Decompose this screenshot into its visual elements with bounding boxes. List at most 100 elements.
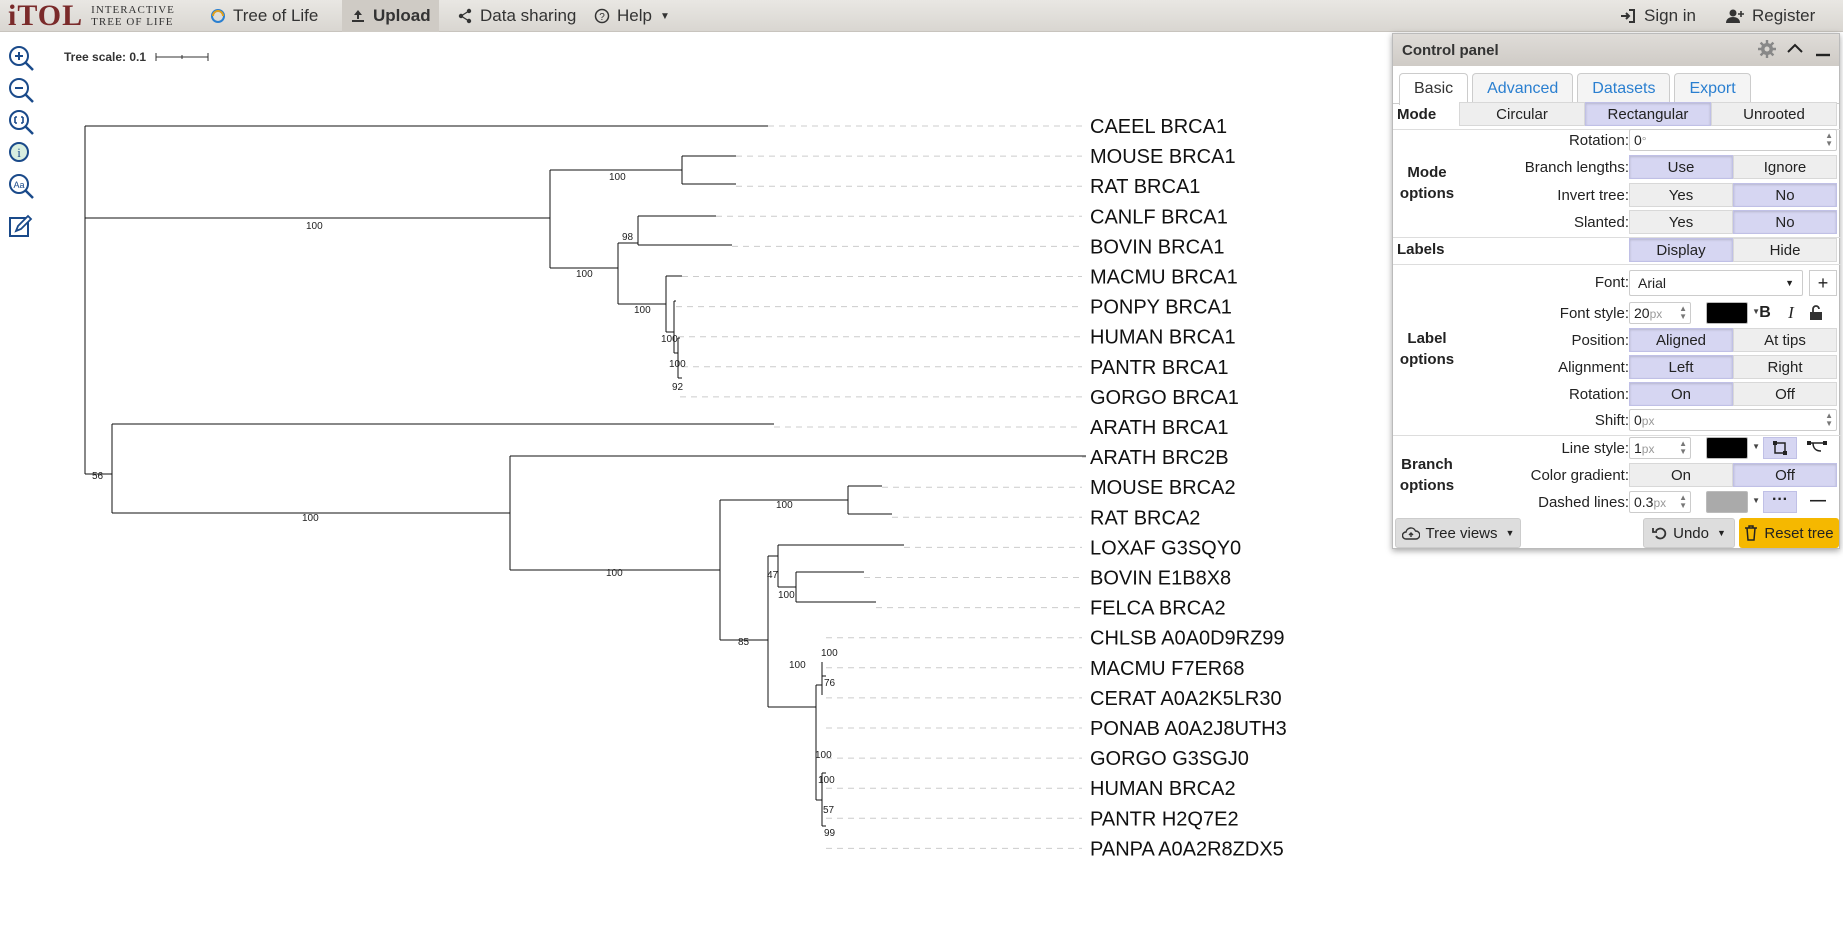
mode-unrooted[interactable]: Unrooted xyxy=(1711,102,1837,126)
svg-text:Aa: Aa xyxy=(13,180,24,190)
branch-lengths-ignore[interactable]: Ignore xyxy=(1733,155,1837,179)
slanted-no[interactable]: No xyxy=(1733,210,1837,234)
mode-options-label-line-1: Mode xyxy=(1407,164,1447,181)
leaf-label[interactable]: BOVIN E1B8X8 xyxy=(1090,568,1231,590)
rotation-input[interactable]: 0° ▲▼ xyxy=(1629,129,1837,151)
alignment-right[interactable]: Right xyxy=(1733,355,1837,379)
labels-hide[interactable]: Hide xyxy=(1733,238,1837,262)
add-font-button[interactable]: + xyxy=(1809,270,1837,296)
leaf-label[interactable]: MOUSE BRCA2 xyxy=(1090,477,1236,499)
leaf-label[interactable]: HUMAN BRCA2 xyxy=(1090,778,1236,800)
leaf-label[interactable]: LOXAF G3SQY0 xyxy=(1090,537,1241,559)
color-gradient-on[interactable]: On xyxy=(1629,463,1733,487)
leaf-label[interactable]: MACMU F7ER68 xyxy=(1090,658,1244,680)
rectangular-branch-style-button[interactable] xyxy=(1763,437,1797,459)
bold-button[interactable]: B xyxy=(1759,304,1771,321)
mode-rectangular[interactable]: Rectangular xyxy=(1585,102,1711,126)
leaf-label[interactable]: CANLF BRCA1 xyxy=(1090,206,1228,228)
position-label: Position: xyxy=(1571,332,1629,349)
zoom-out-button[interactable] xyxy=(6,76,36,106)
leaf-label[interactable]: PANPA A0A2R8ZDX5 xyxy=(1090,838,1284,860)
spinner-icon[interactable]: ▲▼ xyxy=(1825,411,1833,428)
dashed-width-unit: px xyxy=(1653,496,1667,510)
mode-selector: Circular Rectangular Unrooted xyxy=(1459,102,1837,126)
invert-tree-no[interactable]: No xyxy=(1733,183,1837,207)
position-aligned[interactable]: Aligned xyxy=(1629,328,1733,352)
leaf-label[interactable]: GORGO G3SGJ0 xyxy=(1090,748,1249,770)
spinner-icon[interactable]: ▲▼ xyxy=(1679,493,1687,510)
leaf-label[interactable]: MOUSE BRCA1 xyxy=(1090,146,1236,168)
solid-style-button[interactable]: — xyxy=(1801,491,1835,513)
spinner-icon[interactable]: ▲▼ xyxy=(1679,439,1687,456)
alignment-left[interactable]: Left xyxy=(1629,355,1733,379)
dashed-width-input[interactable]: 0.3px ▲▼ xyxy=(1629,491,1691,513)
branch-lengths-use[interactable]: Use xyxy=(1629,155,1733,179)
tab-basic[interactable]: Basic xyxy=(1399,73,1469,105)
leaf-label[interactable]: RAT BRCA2 xyxy=(1090,507,1200,529)
collapse-icon[interactable] xyxy=(1785,39,1805,59)
leaf-label[interactable]: RAT BRCA1 xyxy=(1090,176,1200,198)
line-color-picker[interactable]: ▼ xyxy=(1706,437,1760,459)
control-panel-header[interactable]: Control panel xyxy=(1393,34,1839,66)
leaf-label[interactable]: ARATH BRCA1 xyxy=(1090,417,1229,439)
label-rotation-off[interactable]: Off xyxy=(1733,382,1837,406)
register-link[interactable]: Register xyxy=(1726,0,1815,32)
zoom-fit-button[interactable] xyxy=(6,108,36,138)
leaf-label[interactable]: CAEEL BRCA1 xyxy=(1090,116,1227,138)
font-color-picker[interactable]: ▼ xyxy=(1706,302,1760,324)
labels-display[interactable]: Display xyxy=(1629,238,1733,262)
nav-data-sharing[interactable]: Data sharing xyxy=(457,0,576,32)
edit-icon xyxy=(9,214,33,237)
shift-input[interactable]: 0px ▲▼ xyxy=(1629,409,1837,431)
nav-upload[interactable]: Upload xyxy=(342,0,439,32)
font-zoom-button[interactable]: Aa xyxy=(6,172,36,202)
tab-advanced[interactable]: Advanced xyxy=(1472,73,1574,104)
position-at-tips[interactable]: At tips xyxy=(1733,328,1837,352)
nav-tree-of-life[interactable]: Tree of Life xyxy=(210,0,318,32)
sign-in-icon xyxy=(1621,9,1635,23)
alignment-label: Alignment: xyxy=(1558,359,1629,376)
solid-line-icon: — xyxy=(1810,492,1826,509)
minimize-icon[interactable] xyxy=(1813,39,1833,59)
itol-logo[interactable]: iTOL INTERACTIVE TREE OF LIFE xyxy=(8,1,175,31)
nav-data-sharing-label: Data sharing xyxy=(480,6,577,25)
line-width-input[interactable]: 1px ▲▼ xyxy=(1629,437,1691,459)
mode-circular[interactable]: Circular xyxy=(1459,102,1585,126)
italic-button[interactable]: I xyxy=(1788,303,1794,322)
spinner-icon[interactable]: ▲▼ xyxy=(1679,304,1687,321)
leaf-label[interactable]: BOVIN BRCA1 xyxy=(1090,236,1224,258)
curved-branch-style-button[interactable] xyxy=(1801,437,1835,459)
reset-tree-button[interactable]: Reset tree xyxy=(1739,518,1839,548)
nav-help[interactable]: ? Help ▼ xyxy=(594,0,670,32)
tab-datasets[interactable]: Datasets xyxy=(1577,73,1671,104)
edit-button[interactable] xyxy=(6,212,36,242)
leaf-label[interactable]: ARATH BRC2B xyxy=(1090,447,1229,469)
leaf-label[interactable]: PONAB A0A2J8UTH3 xyxy=(1090,718,1287,740)
leaf-label[interactable]: PANTR H2Q7E2 xyxy=(1090,808,1239,830)
gear-icon[interactable] xyxy=(1757,39,1777,59)
invert-tree-yes[interactable]: Yes xyxy=(1629,183,1733,207)
tree-views-button[interactable]: Tree views ▼ xyxy=(1395,518,1521,548)
undo-button[interactable]: Undo ▼ xyxy=(1643,518,1735,548)
leaf-label[interactable]: CHLSB A0A0D9RZ99 xyxy=(1090,628,1285,650)
zoom-in-button[interactable] xyxy=(6,44,36,74)
sign-in-link[interactable]: Sign in xyxy=(1620,0,1696,32)
font-select[interactable]: Arial ▼ xyxy=(1629,270,1803,296)
label-rotation-on[interactable]: On xyxy=(1629,382,1733,406)
leaf-label[interactable]: MACMU BRCA1 xyxy=(1090,267,1238,289)
lock-icon[interactable] xyxy=(1808,305,1824,321)
info-button[interactable]: i xyxy=(6,140,36,170)
dashed-style-button[interactable]: ··· xyxy=(1763,491,1797,513)
leaf-label[interactable]: GORGO BRCA1 xyxy=(1090,387,1239,409)
leaf-label[interactable]: PANTR BRCA1 xyxy=(1090,357,1229,379)
leaf-label[interactable]: FELCA BRCA2 xyxy=(1090,598,1226,620)
tab-export[interactable]: Export xyxy=(1674,73,1751,104)
leaf-label[interactable]: PONPY BRCA1 xyxy=(1090,297,1232,319)
dashed-color-picker[interactable]: ▼ xyxy=(1706,491,1760,513)
leaf-label[interactable]: CERAT A0A2K5LR30 xyxy=(1090,688,1282,710)
leaf-label[interactable]: HUMAN BRCA1 xyxy=(1090,327,1236,349)
font-size-input[interactable]: 20px ▲▼ xyxy=(1629,302,1691,324)
spinner-icon[interactable]: ▲▼ xyxy=(1825,131,1833,148)
color-gradient-off[interactable]: Off xyxy=(1733,463,1837,487)
slanted-yes[interactable]: Yes xyxy=(1629,210,1733,234)
